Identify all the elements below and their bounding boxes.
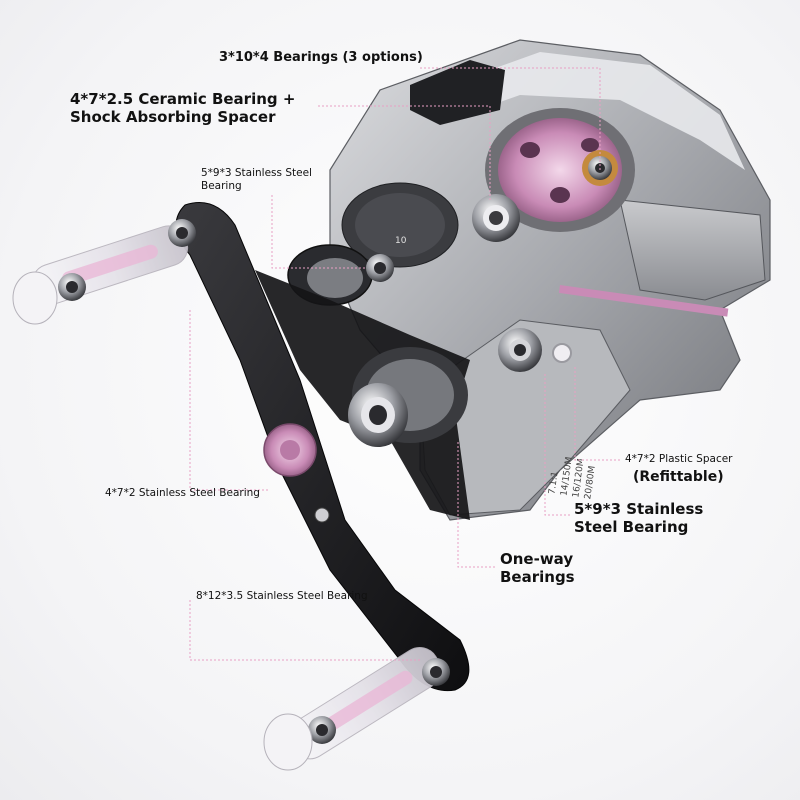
leader-oneway: [457, 440, 495, 568]
label-ss-5x9x3-small: 5*9*3 Stainless Steel Bearing: [201, 167, 312, 192]
pink-shaft: [558, 285, 729, 317]
thumb-bar: [410, 60, 505, 125]
spool-hole-1: [520, 142, 540, 158]
leader-3x10x4: [420, 67, 601, 170]
spool-hole-2: [550, 187, 570, 203]
dial-number: 10: [395, 236, 407, 246]
leader-lines: [189, 67, 620, 661]
leader-5x9x3-big: [544, 372, 570, 516]
label-ceramic-bearing: 4*7*2.5 Ceramic Bearing + Shock Absorbin…: [70, 90, 296, 126]
leader-plastic-spacer: [574, 365, 620, 461]
label-ss-8x12x35: 8*12*3.5 Stainless Steel Bearing: [196, 590, 368, 602]
handle-screw: [314, 507, 330, 523]
label-ss-5x9x3-big: 5*9*3 Stainless Steel Bearing: [574, 500, 704, 536]
line-spec-3: 20/80M: [583, 465, 598, 500]
leader-ceramic: [318, 105, 491, 200]
label-bearings-3x10x4: 3*10*4 Bearings (3 options): [219, 50, 423, 65]
gear-ratio: 7.1:1: [548, 471, 561, 495]
spool-hole-3: [581, 138, 599, 152]
upper-knob-cap: [12, 271, 58, 325]
label-ss-4x7x2: 4*7*2 Stainless Steel Bearing: [105, 487, 260, 499]
lower-knob-cap: [263, 713, 313, 771]
leader-5x9x3-small: [271, 195, 365, 269]
leader-8x12x35: [189, 600, 420, 661]
label-oneway-bearings: One-way Bearings: [500, 550, 575, 586]
frame-right-bar: [619, 199, 766, 301]
label-plastic-spacer: 4*7*2 Plastic Spacer (Refittable): [625, 453, 733, 485]
plastic-spacer: [552, 343, 572, 363]
leader-4x7x2-ss: [189, 310, 270, 491]
